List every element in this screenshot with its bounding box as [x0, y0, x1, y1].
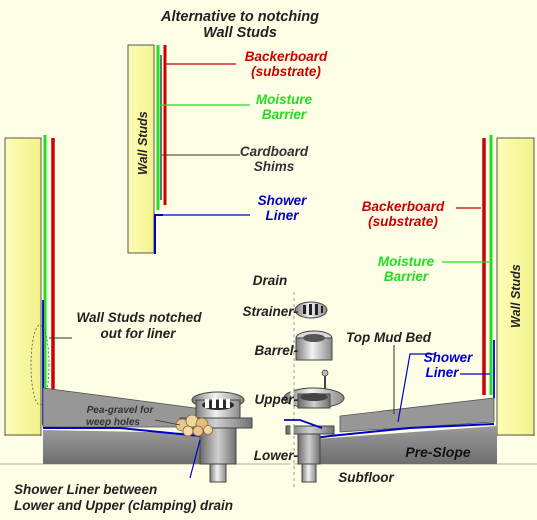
subfloor-label: Subfloor	[338, 470, 394, 485]
inset-moisture-line2: Barrier	[262, 107, 307, 122]
inset-moisture-line1: Moisture	[256, 92, 313, 107]
right-liner-line1: Shower	[424, 350, 474, 365]
right-liner-line2: Liner	[425, 365, 459, 380]
floor-assembly	[0, 387, 537, 465]
inset-detail	[127, 44, 250, 254]
pea-gravel-line1: Pea-gravel for	[87, 405, 155, 416]
left-wall-assembly	[4, 135, 72, 441]
drain-assembled	[175, 391, 253, 483]
title-line2: Wall Studs	[203, 25, 277, 41]
lower-drain-exploded-icon	[285, 425, 335, 483]
upper-drain-exploded-icon	[283, 369, 345, 409]
strainer-label: Strainer-	[242, 304, 298, 319]
notch-highlight	[30, 324, 50, 406]
pea-gravel-line2: weep holes	[86, 417, 140, 428]
right-wall-studs-label: Wall Studs	[509, 264, 523, 328]
inset-shims-line1: Cardboard	[240, 144, 309, 159]
liner-between-line1: Shower Liner between	[14, 482, 157, 497]
right-pre-slope	[300, 426, 497, 464]
inset-shims-line2: Shims	[254, 159, 295, 174]
liner-between-line2: Lower and Upper (clamping) drain	[14, 498, 233, 513]
pea-gravel-icon	[175, 414, 213, 437]
right-top-mud-bed	[339, 397, 495, 433]
upper-label: Upper-	[255, 392, 299, 407]
barrel-icon	[295, 330, 333, 361]
left-pre-slope	[43, 430, 230, 464]
left-wall-stud	[4, 137, 42, 441]
lower-label: Lower-	[254, 448, 299, 463]
inset-wall-stud	[127, 44, 155, 254]
notched-line1: Wall Studs notched	[76, 310, 202, 325]
pre-slope-label: Pre-Slope	[405, 444, 471, 460]
inset-liner-line2: Liner	[265, 208, 299, 223]
strainer-grate-icon	[205, 398, 230, 408]
title-line1: Alternative to notching	[160, 9, 319, 25]
labels: Alternative to notching Wall Studs Wall …	[14, 9, 523, 513]
drain-exploded	[283, 292, 345, 490]
right-moisture-line2: Barrier	[384, 269, 429, 284]
notched-line2: out for liner	[101, 326, 177, 341]
inset-shower-liner	[154, 214, 163, 254]
inset-wall-studs-label: Wall Studs	[136, 111, 150, 175]
right-backerboard-line2: (substrate)	[368, 214, 438, 229]
barrel-label: Barrel-	[254, 343, 298, 358]
inset-liner-line1: Shower	[258, 193, 308, 208]
inset-backerboard-line1: Backerboard	[245, 49, 328, 64]
right-backerboard-line1: Backerboard	[362, 199, 445, 214]
right-moisture-line1: Moisture	[378, 254, 435, 269]
top-mud-bed-label: Top Mud Bed	[346, 330, 432, 345]
strainer-icon	[294, 301, 328, 319]
inset-backerboard-line2: (substrate)	[251, 64, 321, 79]
right-wall-assembly	[442, 135, 535, 441]
right-wall-stud	[496, 137, 535, 441]
drain-heading: Drain	[253, 273, 288, 288]
